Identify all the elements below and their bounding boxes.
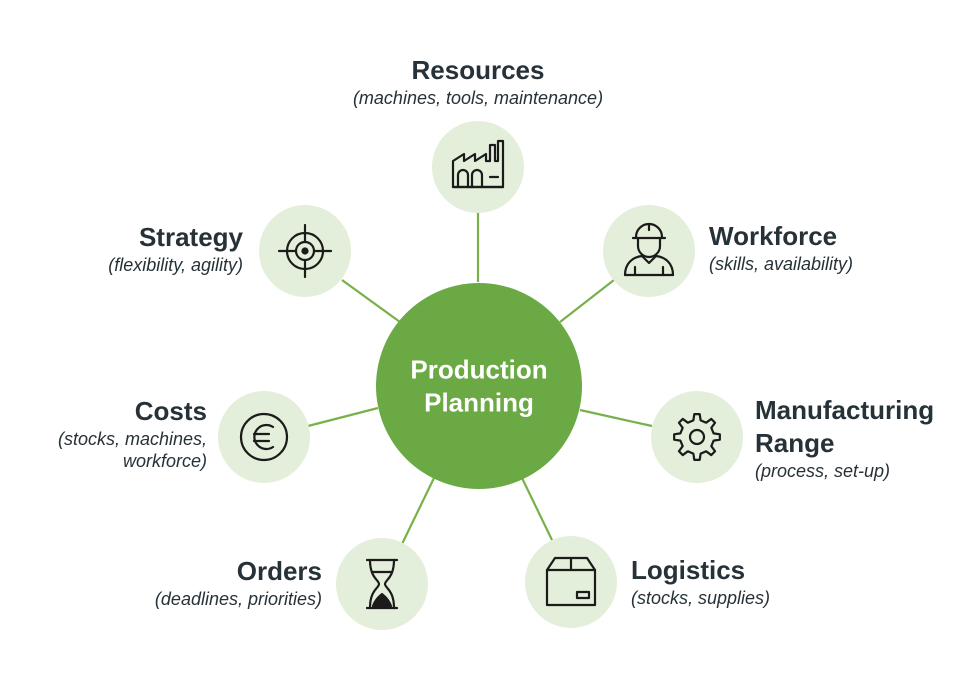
connector-strategy — [341, 279, 401, 323]
label-resources: Resources (machines, tools, maintenance) — [270, 54, 686, 109]
label-resources-subtitle: (machines, tools, maintenance) — [352, 88, 604, 108]
label-workforce: Workforce (skills, availability) — [709, 220, 969, 275]
label-orders-subtitle: (deadlines, priorities) — [154, 589, 322, 609]
label-orders: Orders (deadlines, priorities) — [60, 555, 322, 610]
target-icon — [277, 223, 333, 279]
label-resources-title: Resources — [411, 55, 545, 85]
label-strategy-title: Strategy — [138, 222, 243, 252]
label-costs-title: Costs — [134, 396, 207, 426]
label-costs: Costs (stocks, machines, workforce) — [10, 395, 207, 472]
label-manufacturing-title: Manufacturing Range — [755, 395, 935, 458]
label-logistics-title: Logistics — [631, 555, 746, 585]
connector-orders — [401, 477, 435, 545]
node-workforce-circle — [603, 205, 695, 297]
label-orders-title: Orders — [236, 556, 322, 586]
node-costs-circle — [218, 391, 310, 483]
connector-logistics — [521, 477, 553, 541]
label-workforce-title: Workforce — [709, 221, 838, 251]
label-logistics: Logistics (stocks, supplies) — [631, 554, 891, 609]
hub-circle — [376, 283, 582, 489]
connector-workforce — [559, 279, 615, 323]
label-costs-subtitle: (stocks, machines, workforce) — [57, 429, 207, 471]
gear-icon — [673, 413, 721, 461]
label-manufacturing-subtitle: (process, set-up) — [755, 461, 891, 481]
node-logistics-circle — [525, 536, 617, 628]
label-workforce-subtitle: (skills, availability) — [709, 254, 854, 274]
connectors — [307, 212, 653, 545]
label-logistics-subtitle: (stocks, supplies) — [631, 588, 771, 608]
label-manufacturing: Manufacturing Range (process, set-up) — [755, 394, 977, 482]
node-resources-circle — [432, 121, 524, 213]
worker-icon — [623, 222, 675, 277]
connector-costs — [307, 406, 379, 428]
node-orders-circle — [336, 538, 428, 630]
label-strategy: Strategy (flexibility, agility) — [20, 221, 243, 276]
node-manufacturing-circle — [651, 391, 743, 483]
package-icon — [545, 556, 597, 607]
label-strategy-subtitle: (flexibility, agility) — [108, 255, 243, 275]
hourglass-icon — [365, 558, 399, 610]
connector-manufacturing — [579, 408, 653, 428]
factory-icon — [451, 139, 505, 189]
euro-icon — [239, 412, 289, 462]
